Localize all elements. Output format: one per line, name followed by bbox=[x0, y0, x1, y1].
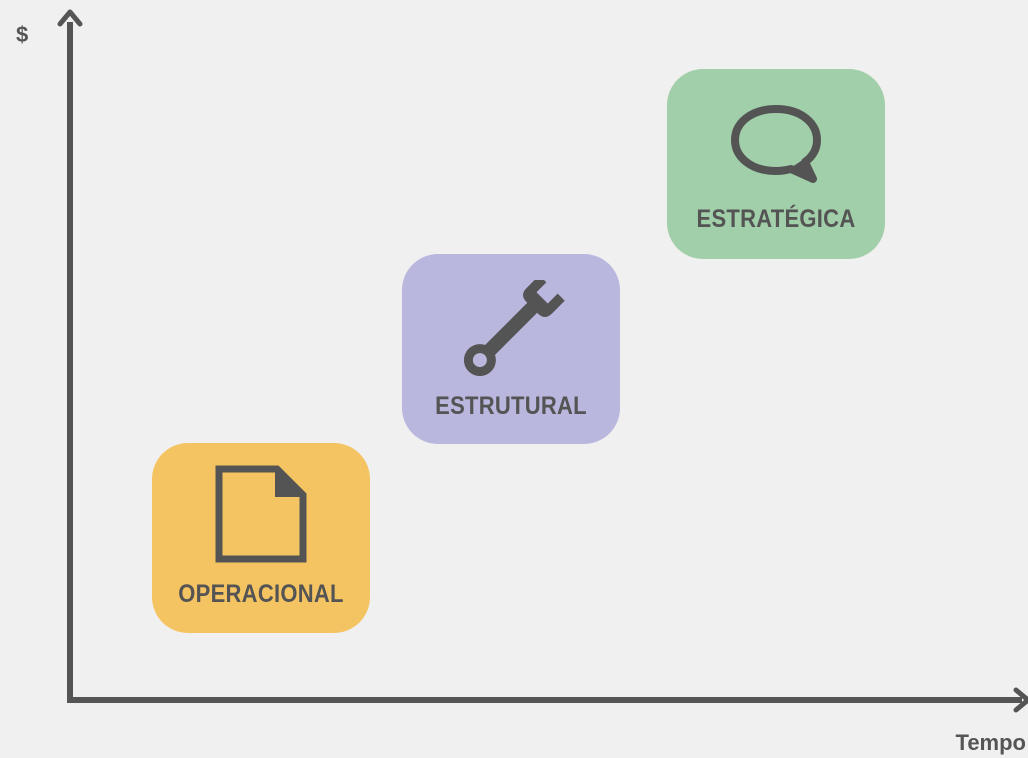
card-operacional: OPERACIONAL bbox=[152, 443, 370, 633]
card-estrategica: ESTRATÉGICA bbox=[667, 69, 885, 259]
y-axis-arrowhead bbox=[57, 9, 83, 27]
document-icon bbox=[152, 465, 370, 563]
x-axis-arrowhead bbox=[1013, 687, 1028, 713]
card-label-estrategica: ESTRATÉGICA bbox=[696, 205, 856, 233]
wrench-icon bbox=[402, 280, 620, 378]
card-label-estrutural: ESTRUTURAL bbox=[435, 392, 587, 420]
y-axis-label: $ bbox=[16, 22, 29, 47]
x-axis-label: Tempo bbox=[955, 730, 1026, 755]
card-label-operacional: OPERACIONAL bbox=[178, 580, 344, 608]
card-estrutural: ESTRUTURAL bbox=[402, 254, 620, 444]
speech-bubble-icon bbox=[667, 99, 885, 191]
